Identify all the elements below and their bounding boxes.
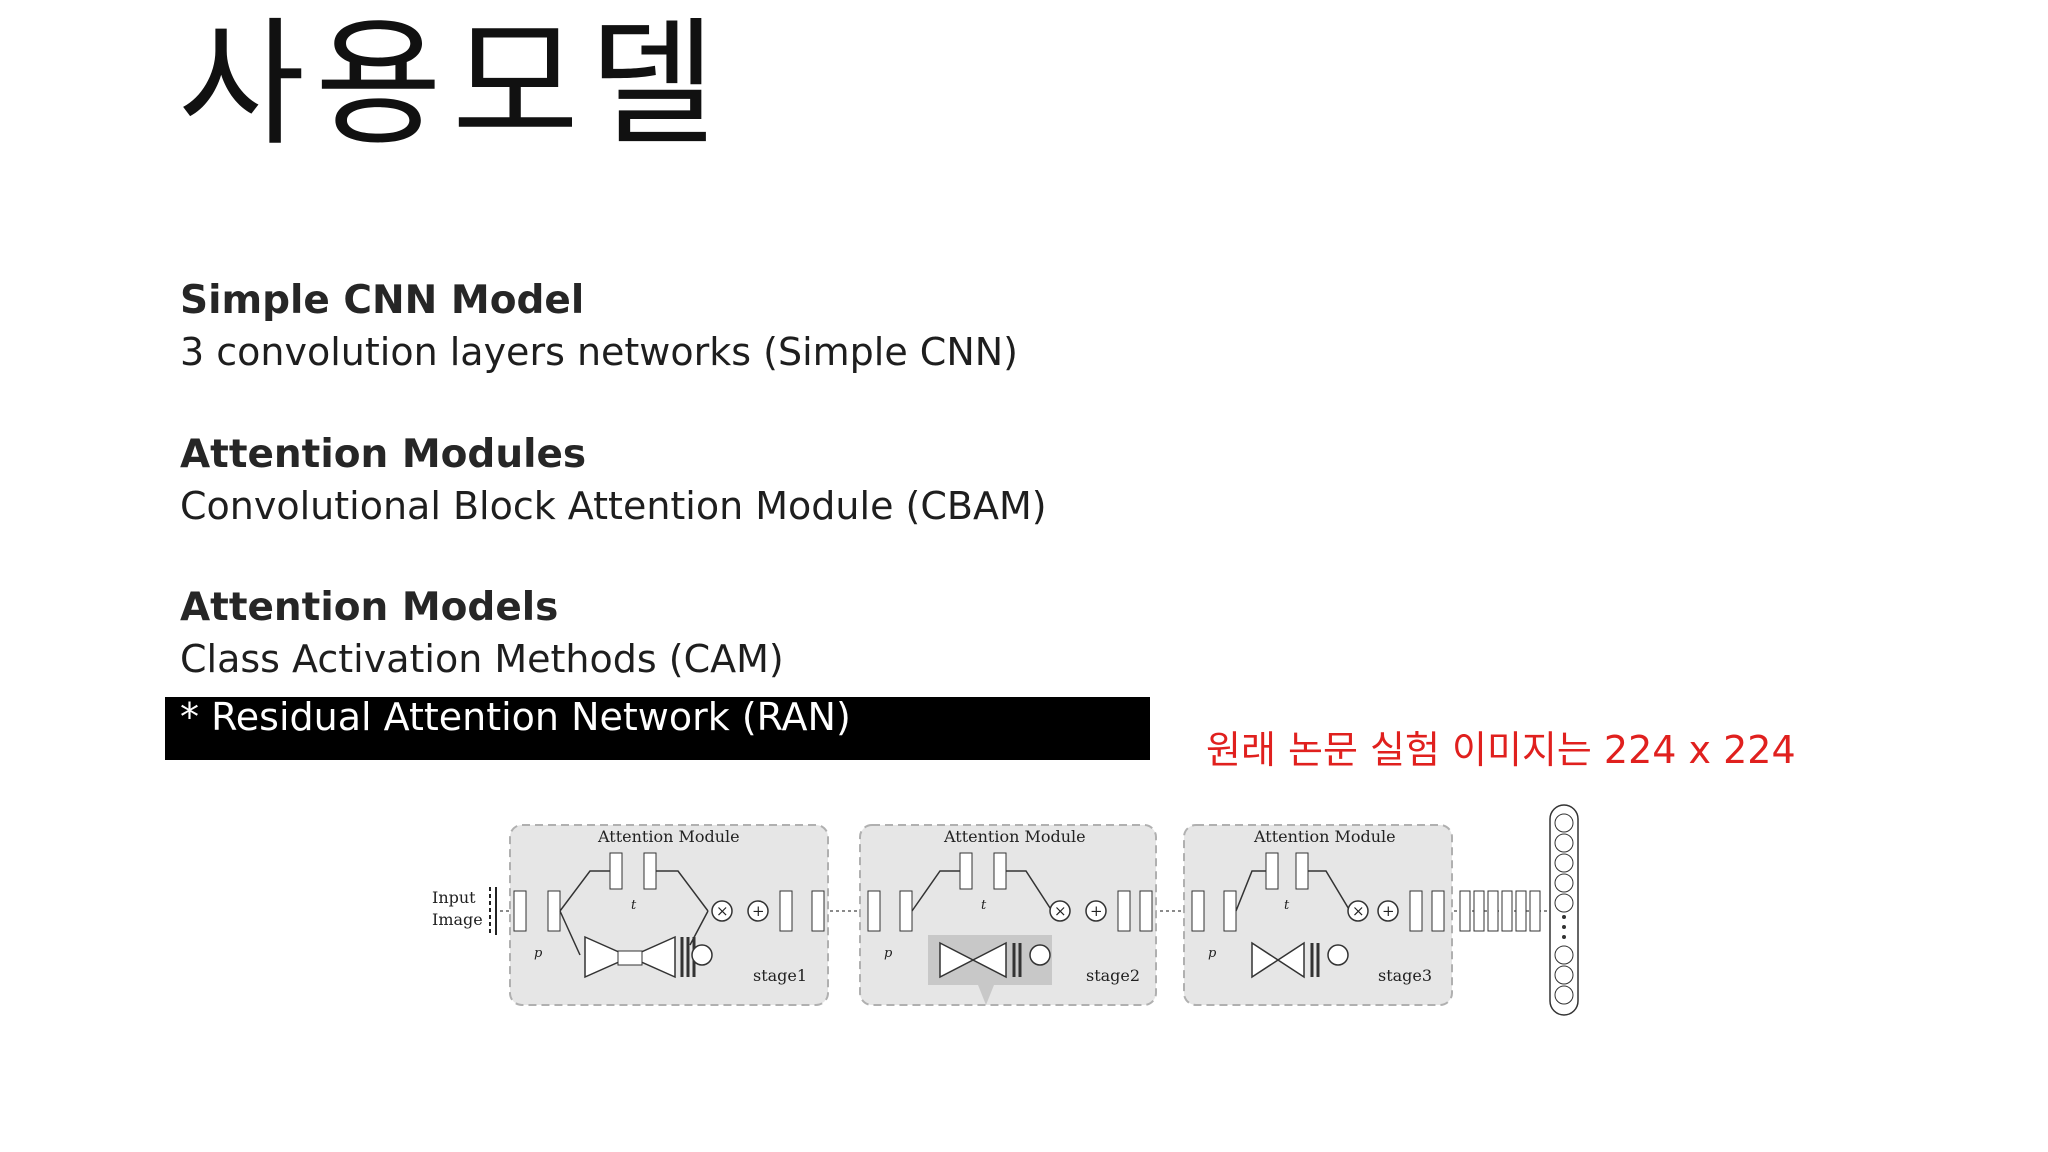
svg-text:t: t — [631, 898, 637, 913]
section-heading: Attention Modules — [180, 432, 587, 477]
stage1-module: Attention Module × + stage1 p t — [509, 824, 829, 1006]
svg-text:+: + — [1090, 902, 1103, 920]
section-heading: Attention Models — [180, 585, 559, 630]
section-line: 3 convolution layers networks (Simple CN… — [180, 330, 1019, 374]
final-layers — [1459, 890, 1541, 932]
section-simple-cnn: Simple CNN Model 3 convolution layers ne… — [180, 276, 1018, 378]
section-heading: Simple CNN Model — [180, 278, 585, 323]
svg-text:Input: Input — [432, 888, 476, 907]
attention-module-label: Attention Module — [597, 827, 740, 846]
stage2-module: Attention Module × + stage2 p t — [859, 824, 1157, 1006]
svg-text:p: p — [534, 946, 543, 961]
section-line: Class Activation Methods (CAM) — [180, 637, 784, 681]
stage-label: stage2 — [1086, 966, 1140, 985]
svg-text:p: p — [1208, 946, 1217, 961]
attention-module-label: Attention Module — [1253, 827, 1396, 846]
svg-text:×: × — [1352, 902, 1365, 920]
svg-text:t: t — [1284, 898, 1290, 913]
stage3-module: Attention Module × + stage3 p t — [1183, 824, 1453, 1006]
svg-text:×: × — [1054, 902, 1067, 920]
section-attention-models: Attention Models Class Activation Method… — [180, 583, 784, 685]
svg-text:×: × — [716, 902, 729, 920]
svg-text:p: p — [884, 946, 893, 961]
svg-text:t: t — [981, 898, 987, 913]
stage-label: stage3 — [1378, 966, 1432, 985]
input-image-label: Input Image — [432, 887, 497, 935]
svg-text:+: + — [1382, 902, 1395, 920]
output-neurons — [1549, 804, 1579, 1016]
residual-attention-network-figure: Input Image Attention Module × + stage1 … — [432, 804, 1579, 1016]
highlight-bar: * Residual Attention Network (RAN) — [165, 695, 1150, 760]
slide-title: 사용모델 — [178, 4, 726, 165]
svg-text:Image: Image — [432, 910, 483, 929]
svg-text:+: + — [752, 902, 765, 920]
stage-label: stage1 — [753, 966, 807, 985]
highlight-text: * Residual Attention Network (RAN) — [180, 695, 851, 739]
image-size-note: 원래 논문 실험 이미지는 224 x 224 — [1206, 728, 1796, 772]
section-line: Convolutional Block Attention Module (CB… — [180, 484, 1047, 528]
attention-module-label: Attention Module — [943, 827, 1086, 846]
section-attention-modules: Attention Modules Convolutional Block At… — [180, 430, 1047, 532]
